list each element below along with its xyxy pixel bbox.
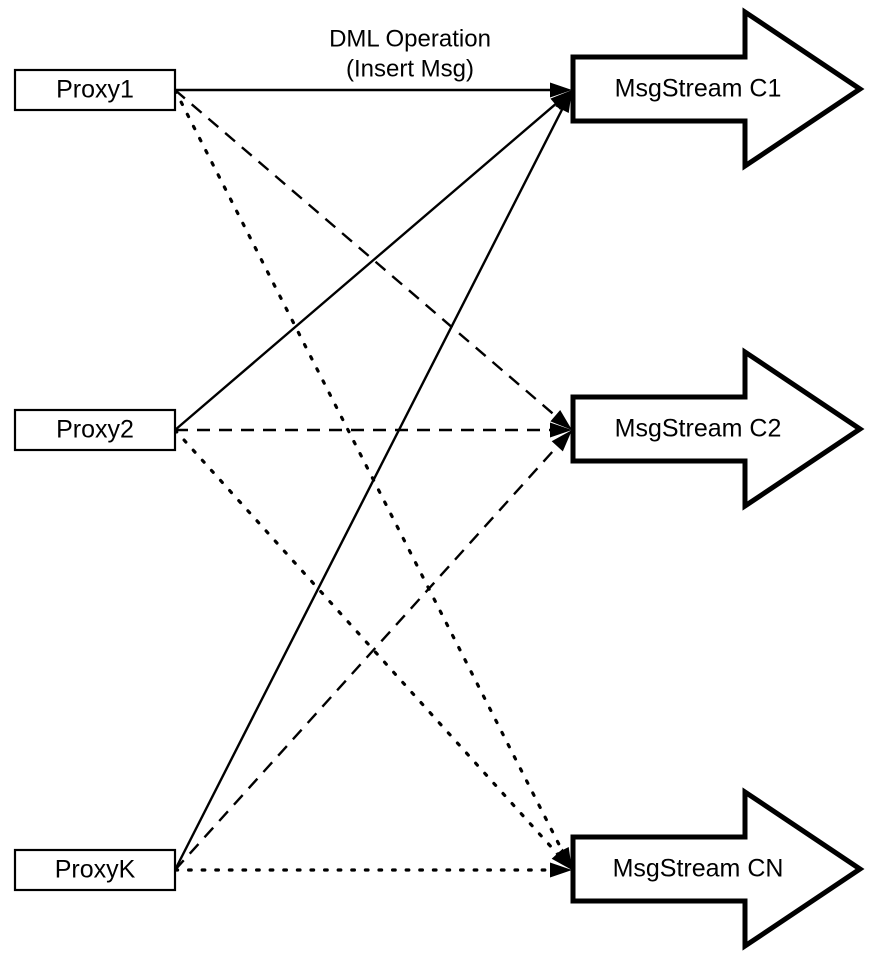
edge-arrowhead-proxyk-to-c1 (555, 90, 572, 114)
edge-arrowhead-proxy2-to-c1 (550, 90, 572, 111)
edge-proxy1-to-c2 (174, 89, 561, 421)
edge-proxy2-to-c1 (174, 99, 561, 431)
annotations-layer: DML Operation (Insert Msg) (329, 25, 491, 82)
streams-layer: MsgStream C1 MsgStream C2 MsgStream CN (570, 7, 865, 951)
stream-arrow-shape-msgstream-c1 (570, 7, 865, 171)
node-label-proxy2: Proxy2 (56, 416, 134, 444)
edge-proxy1-to-cn (173, 88, 567, 858)
stream-msgstream-cn[interactable]: MsgStream CN (570, 787, 865, 951)
node-proxy2[interactable]: Proxy2 (13, 408, 177, 452)
edge-arrowhead-proxy1-to-c1 (550, 82, 572, 98)
stream-label-msgstream-cn: MsgStream CN (613, 855, 784, 883)
arrowheads-layer (550, 82, 572, 878)
edge-arrowhead-proxy2-to-c2 (550, 422, 572, 438)
edge-proxyk-to-c2 (174, 441, 563, 871)
stream-msgstream-c1[interactable]: MsgStream C1 (570, 7, 865, 171)
edge-proxy2-to-cn (173, 428, 563, 860)
node-proxyk[interactable]: ProxyK (13, 848, 177, 892)
edge-arrowhead-proxyk-to-cn (550, 862, 572, 878)
annotation-line2-dml-operation: (Insert Msg) (346, 55, 474, 82)
stream-msgstream-c2[interactable]: MsgStream C2 (570, 347, 865, 511)
stream-label-msgstream-c1: MsgStream C1 (615, 75, 782, 103)
annotation-dml-operation: DML Operation (Insert Msg) (329, 25, 491, 82)
edge-arrowhead-proxy2-to-cn (551, 848, 572, 870)
annotation-line1-dml-operation: DML Operation (329, 25, 491, 52)
edge-arrowhead-proxy1-to-c2 (550, 409, 572, 430)
stream-label-msgstream-c2: MsgStream C2 (615, 415, 782, 443)
edges-layer (173, 88, 567, 872)
edge-arrowhead-proxyk-to-c2 (551, 430, 572, 452)
node-box-proxyk (13, 848, 177, 892)
edge-proxyk-to-c1 (173, 103, 566, 871)
node-box-proxy2 (13, 408, 177, 452)
stream-arrow-shape-msgstream-c2 (570, 347, 865, 511)
stream-arrow-shape-msgstream-cn (570, 787, 865, 951)
node-proxy1[interactable]: Proxy1 (13, 68, 177, 112)
node-label-proxyk: ProxyK (55, 856, 136, 884)
node-label-proxy1: Proxy1 (56, 76, 134, 104)
node-box-proxy1 (13, 68, 177, 112)
